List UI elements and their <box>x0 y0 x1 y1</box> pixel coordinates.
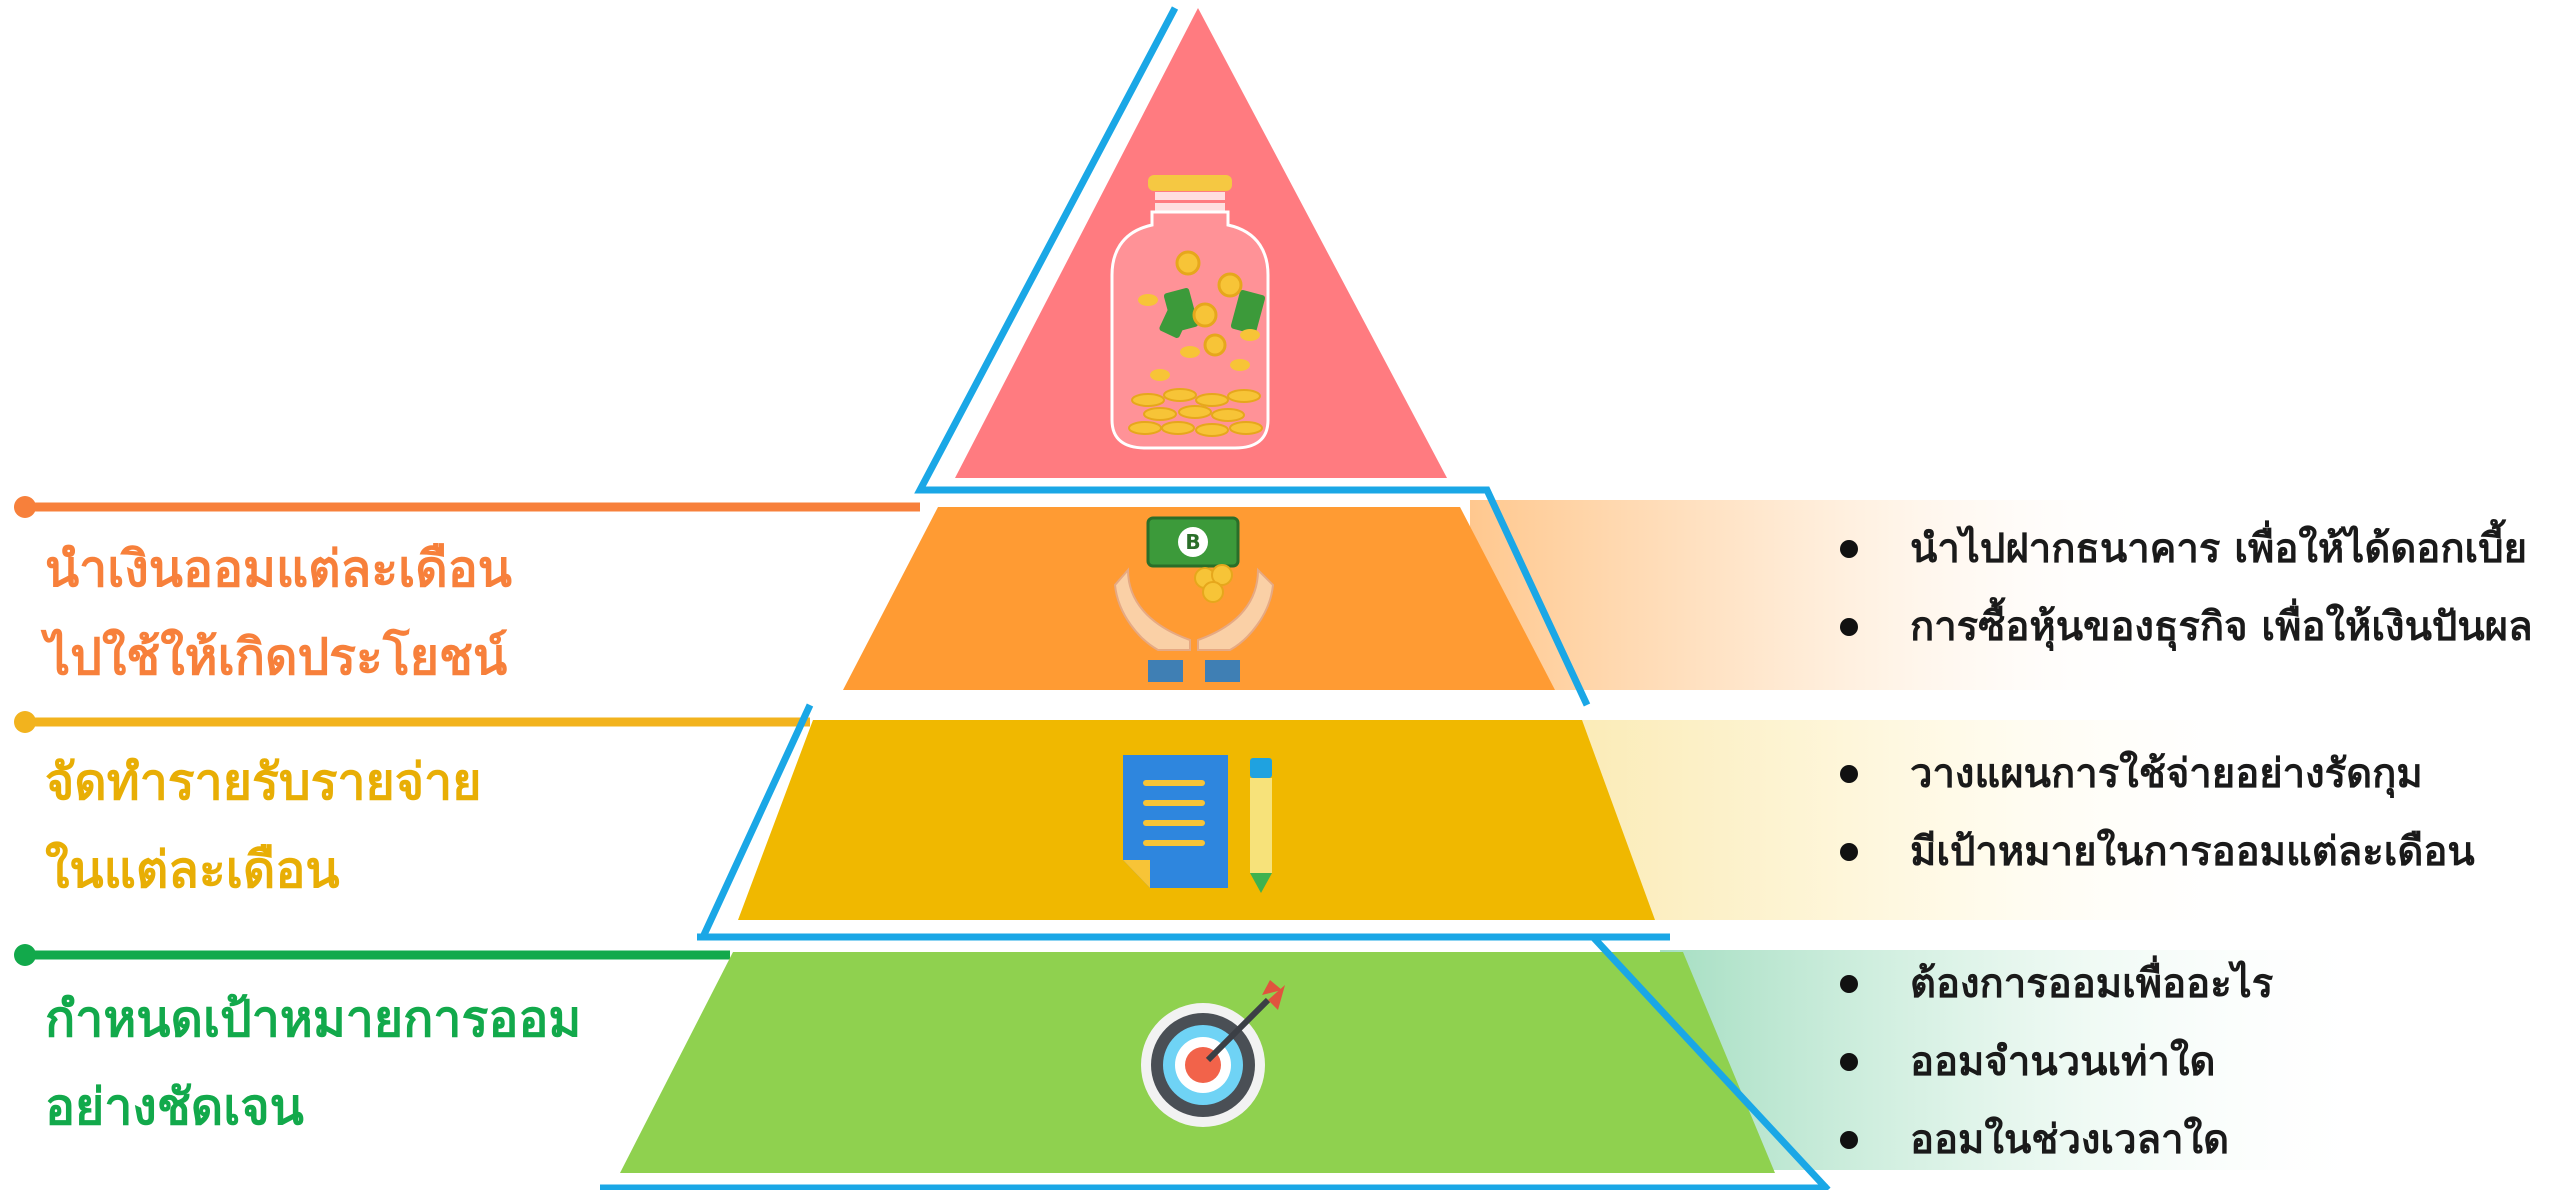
bullet-item: ออมในช่วงเวลาใด <box>1840 1101 2273 1179</box>
svg-text:B: B <box>1185 530 1200 554</box>
connector-invest <box>14 496 920 518</box>
bullet-item: นำไปฝากธนาคาร เพื่อให้ได้ดอกเบี้ย <box>1840 510 2533 588</box>
connector-budget <box>14 711 810 733</box>
label-goal: กำหนดเป้าหมายการออม อย่างชัดเจน <box>45 975 581 1151</box>
tier-top <box>955 8 1447 478</box>
connector-goal <box>14 944 730 966</box>
label-budget: จัดทำรายรับรายจ่าย ในแต่ละเดือน <box>45 738 482 914</box>
label-invest-line-2: ไปใช้ให้เกิดประโยชน์ <box>45 628 508 686</box>
label-goal-line-2: อย่างชัดเจน <box>45 1078 304 1136</box>
budget-bullet-band <box>1560 720 2280 920</box>
document-pencil-icon <box>1123 755 1272 893</box>
bullet-item: ออมจำนวนเท่าใด <box>1840 1023 2273 1101</box>
invest-bullet-band <box>1470 500 2170 690</box>
bullet-item: การซื้อหุ้นของธุรกิจ เพื่อให้เงินปันผล <box>1840 588 2533 666</box>
label-invest-line-1: นำเงินออมแต่ละเดือน <box>45 540 512 598</box>
bullets-invest: นำไปฝากธนาคาร เพื่อให้ได้ดอกเบี้ย การซื้… <box>1840 510 2533 666</box>
label-budget-line-1: จัดทำรายรับรายจ่าย <box>45 753 482 811</box>
target-arrow-icon <box>1141 980 1285 1127</box>
blue-outline-accents <box>600 6 1831 1190</box>
tier-invest <box>843 507 1555 690</box>
hands-holding-money-icon: B <box>1113 516 1275 682</box>
bullets-budget: วางแผนการใช้จ่ายอย่างรัดกุม มีเป้าหมายใน… <box>1840 735 2475 891</box>
label-goal-line-1: กำหนดเป้าหมายการออม <box>45 990 582 1048</box>
bullets-goal: ต้องการออมเพื่ออะไร ออมจำนวนเท่าใด ออมใน… <box>1840 945 2273 1179</box>
bullet-item: ต้องการออมเพื่ออะไร <box>1840 945 2273 1023</box>
money-jar-icon <box>1110 175 1270 450</box>
bullet-item: มีเป้าหมายในการออมแต่ละเดือน <box>1840 813 2475 891</box>
label-invest: นำเงินออมแต่ละเดือน ไปใช้ให้เกิดประโยชน์ <box>45 525 512 701</box>
bullet-item: วางแผนการใช้จ่ายอย่างรัดกุม <box>1840 735 2475 813</box>
label-budget-line-2: ในแต่ละเดือน <box>45 841 340 899</box>
